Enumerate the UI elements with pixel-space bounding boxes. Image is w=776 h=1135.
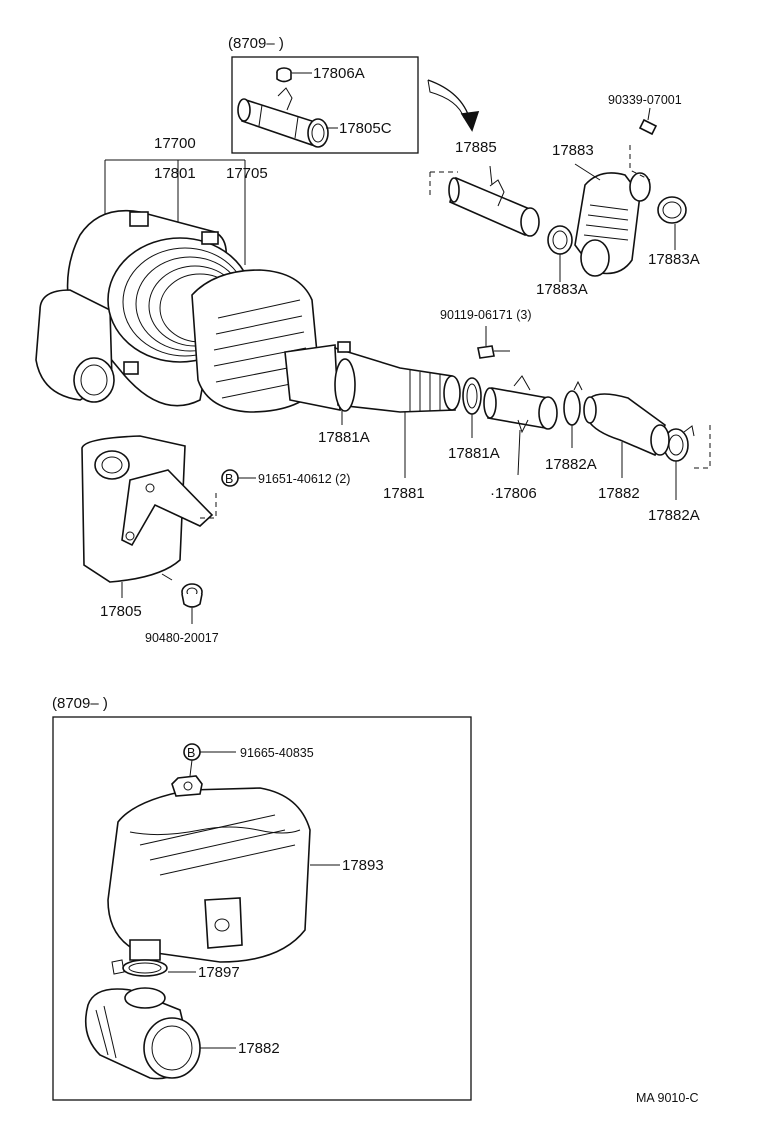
label-17883A-2: 17883A	[536, 281, 588, 298]
label-17801: 17801	[154, 165, 196, 182]
clamps-17882A: 17882A 17882A	[545, 380, 700, 524]
intake-hose-17881: 17881	[334, 346, 461, 502]
label-17705: 17705	[226, 165, 268, 182]
label-91651-40612: 91651-40612 (2)	[258, 472, 350, 486]
label-17882-bottom: 17882	[238, 1040, 280, 1057]
label-90339-07001: 90339-07001	[608, 93, 682, 107]
arrow-to-17885	[427, 79, 480, 132]
bolt-91665-40835: B 91665-40835	[183, 743, 314, 777]
top-inset: (8709– ) 17806A 17805C	[228, 35, 419, 154]
bolt-marker-2: B	[187, 746, 195, 760]
resonator-pipe-17805C	[237, 87, 329, 148]
bottom-box-label: (8709– )	[52, 695, 108, 712]
label-17897: 17897	[198, 964, 240, 981]
label-17806: ·17806	[490, 485, 537, 502]
clamp-17897: 17897	[111, 959, 240, 981]
label-91665-40835: 91665-40835	[240, 746, 314, 760]
clamps-17881A: 17881A 17881A	[318, 341, 500, 462]
elbow-hose-17883: 17883	[552, 142, 651, 277]
label-17885: 17885	[455, 139, 497, 156]
label-17883: 17883	[552, 142, 594, 159]
top-inset-frame	[231, 56, 419, 154]
label-17883A-1: 17883A	[648, 251, 700, 268]
bottom-inset: (8709– ) B 91665-40835 17893	[52, 695, 472, 1101]
label-17881: 17881	[383, 485, 425, 502]
bolt-91651-40612: B 91651-40612 (2)	[221, 469, 350, 487]
grommet-90480-20017: 90480-20017	[145, 583, 219, 645]
label-17881A-1: 17881A	[318, 429, 370, 446]
top-box-label: (8709– )	[228, 35, 284, 52]
label-17806A: 17806A	[313, 65, 365, 82]
pin-90339-07001: 90339-07001	[608, 93, 682, 181]
hose-17882-bottom: 17882	[84, 987, 280, 1080]
label-17882A-2: 17882A	[648, 507, 700, 524]
label-17882A-1: 17882A	[545, 456, 597, 473]
hose-17882: 17882	[583, 393, 711, 502]
label-90119-06171: 90119-06171 (3)	[440, 308, 532, 322]
label-17881A-2: 17881A	[448, 445, 500, 462]
connector-17806: ·17806	[483, 375, 558, 502]
grommet-17806A	[276, 67, 292, 83]
bolts-90119-06171: 90119-06171 (3)	[440, 308, 532, 359]
label-17893: 17893	[342, 857, 384, 874]
label-17805: 17805	[100, 603, 142, 620]
footer-code: MA 9010-C	[636, 1091, 699, 1105]
resonator-17885: 17885	[429, 139, 540, 237]
bolt-marker-1: B	[225, 472, 233, 486]
label-17882: 17882	[598, 485, 640, 502]
bottom-inset-frame	[52, 716, 472, 1101]
air-cleaner-assembly: 17700 17801 17705	[35, 135, 341, 413]
clamps-17883A: 17883A 17883A	[536, 196, 700, 298]
label-90480-20017: 90480-20017	[145, 631, 219, 645]
label-17805C: 17805C	[339, 120, 392, 137]
air-cleaner-case-17893: 17893	[107, 775, 384, 963]
resonator-17805: 17805	[81, 435, 217, 620]
label-17700: 17700	[154, 135, 196, 152]
